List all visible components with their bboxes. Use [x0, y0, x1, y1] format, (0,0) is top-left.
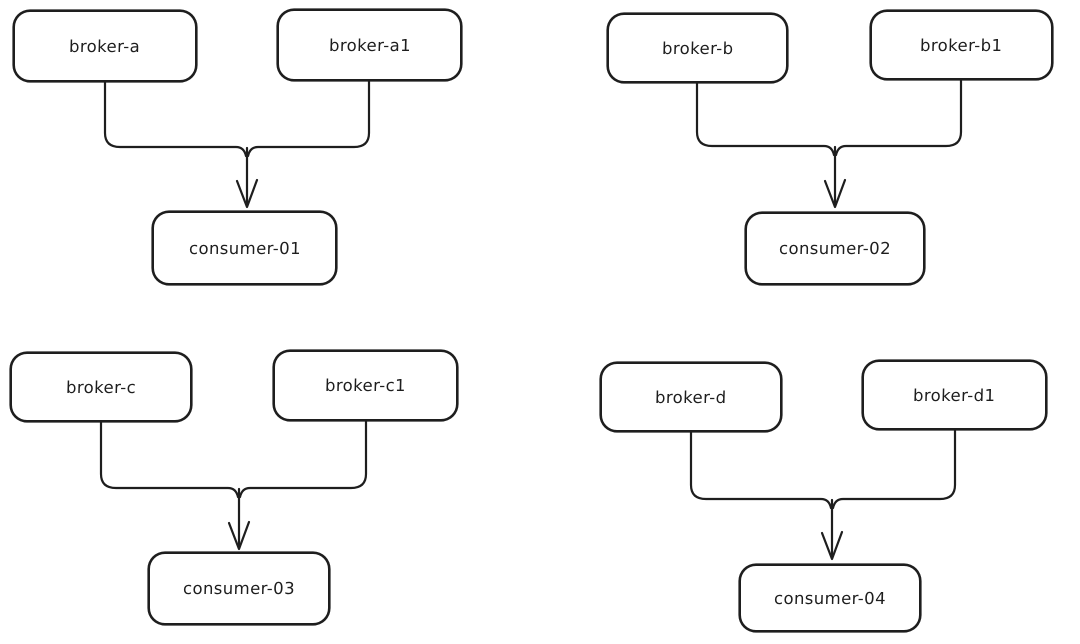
- node-broker-c[interactable]: broker-c: [10, 352, 192, 422]
- node-broker-a1[interactable]: broker-a1: [277, 9, 462, 81]
- node-broker-a[interactable]: broker-a: [13, 10, 197, 82]
- node-label: broker-d1: [913, 385, 996, 405]
- node-broker-d1[interactable]: broker-d1: [862, 360, 1047, 430]
- node-label: consumer-03: [182, 579, 296, 598]
- node-label: broker-b: [661, 38, 734, 58]
- node-broker-b[interactable]: broker-b: [607, 13, 788, 83]
- node-broker-b1[interactable]: broker-b1: [870, 10, 1053, 80]
- node-consumer-03[interactable]: consumer-03: [148, 552, 330, 625]
- node-label: consumer-04: [773, 588, 887, 608]
- node-label: consumer-02: [778, 239, 892, 258]
- node-label: broker-d: [655, 387, 727, 407]
- arrow-brokers-b-to-consumer-02[interactable]: [695, 78, 963, 209]
- node-broker-c1[interactable]: broker-c1: [273, 350, 458, 421]
- node-label: broker-c: [65, 377, 137, 397]
- arrow-brokers-d-to-consumer-04[interactable]: [689, 428, 957, 561]
- node-consumer-01[interactable]: consumer-01: [152, 211, 337, 285]
- node-label: broker-b1: [920, 35, 1003, 55]
- arrow-brokers-c-to-consumer-03[interactable]: [99, 419, 368, 551]
- arrow-brokers-a-to-consumer-01[interactable]: [103, 79, 371, 209]
- node-label: broker-c1: [324, 376, 407, 395]
- node-label: consumer-01: [188, 238, 301, 258]
- node-consumer-02[interactable]: consumer-02: [745, 212, 925, 285]
- node-broker-d[interactable]: broker-d: [600, 362, 782, 432]
- node-label: broker-a1: [328, 35, 411, 55]
- node-consumer-04[interactable]: consumer-04: [739, 564, 921, 632]
- node-label: broker-a: [69, 36, 141, 56]
